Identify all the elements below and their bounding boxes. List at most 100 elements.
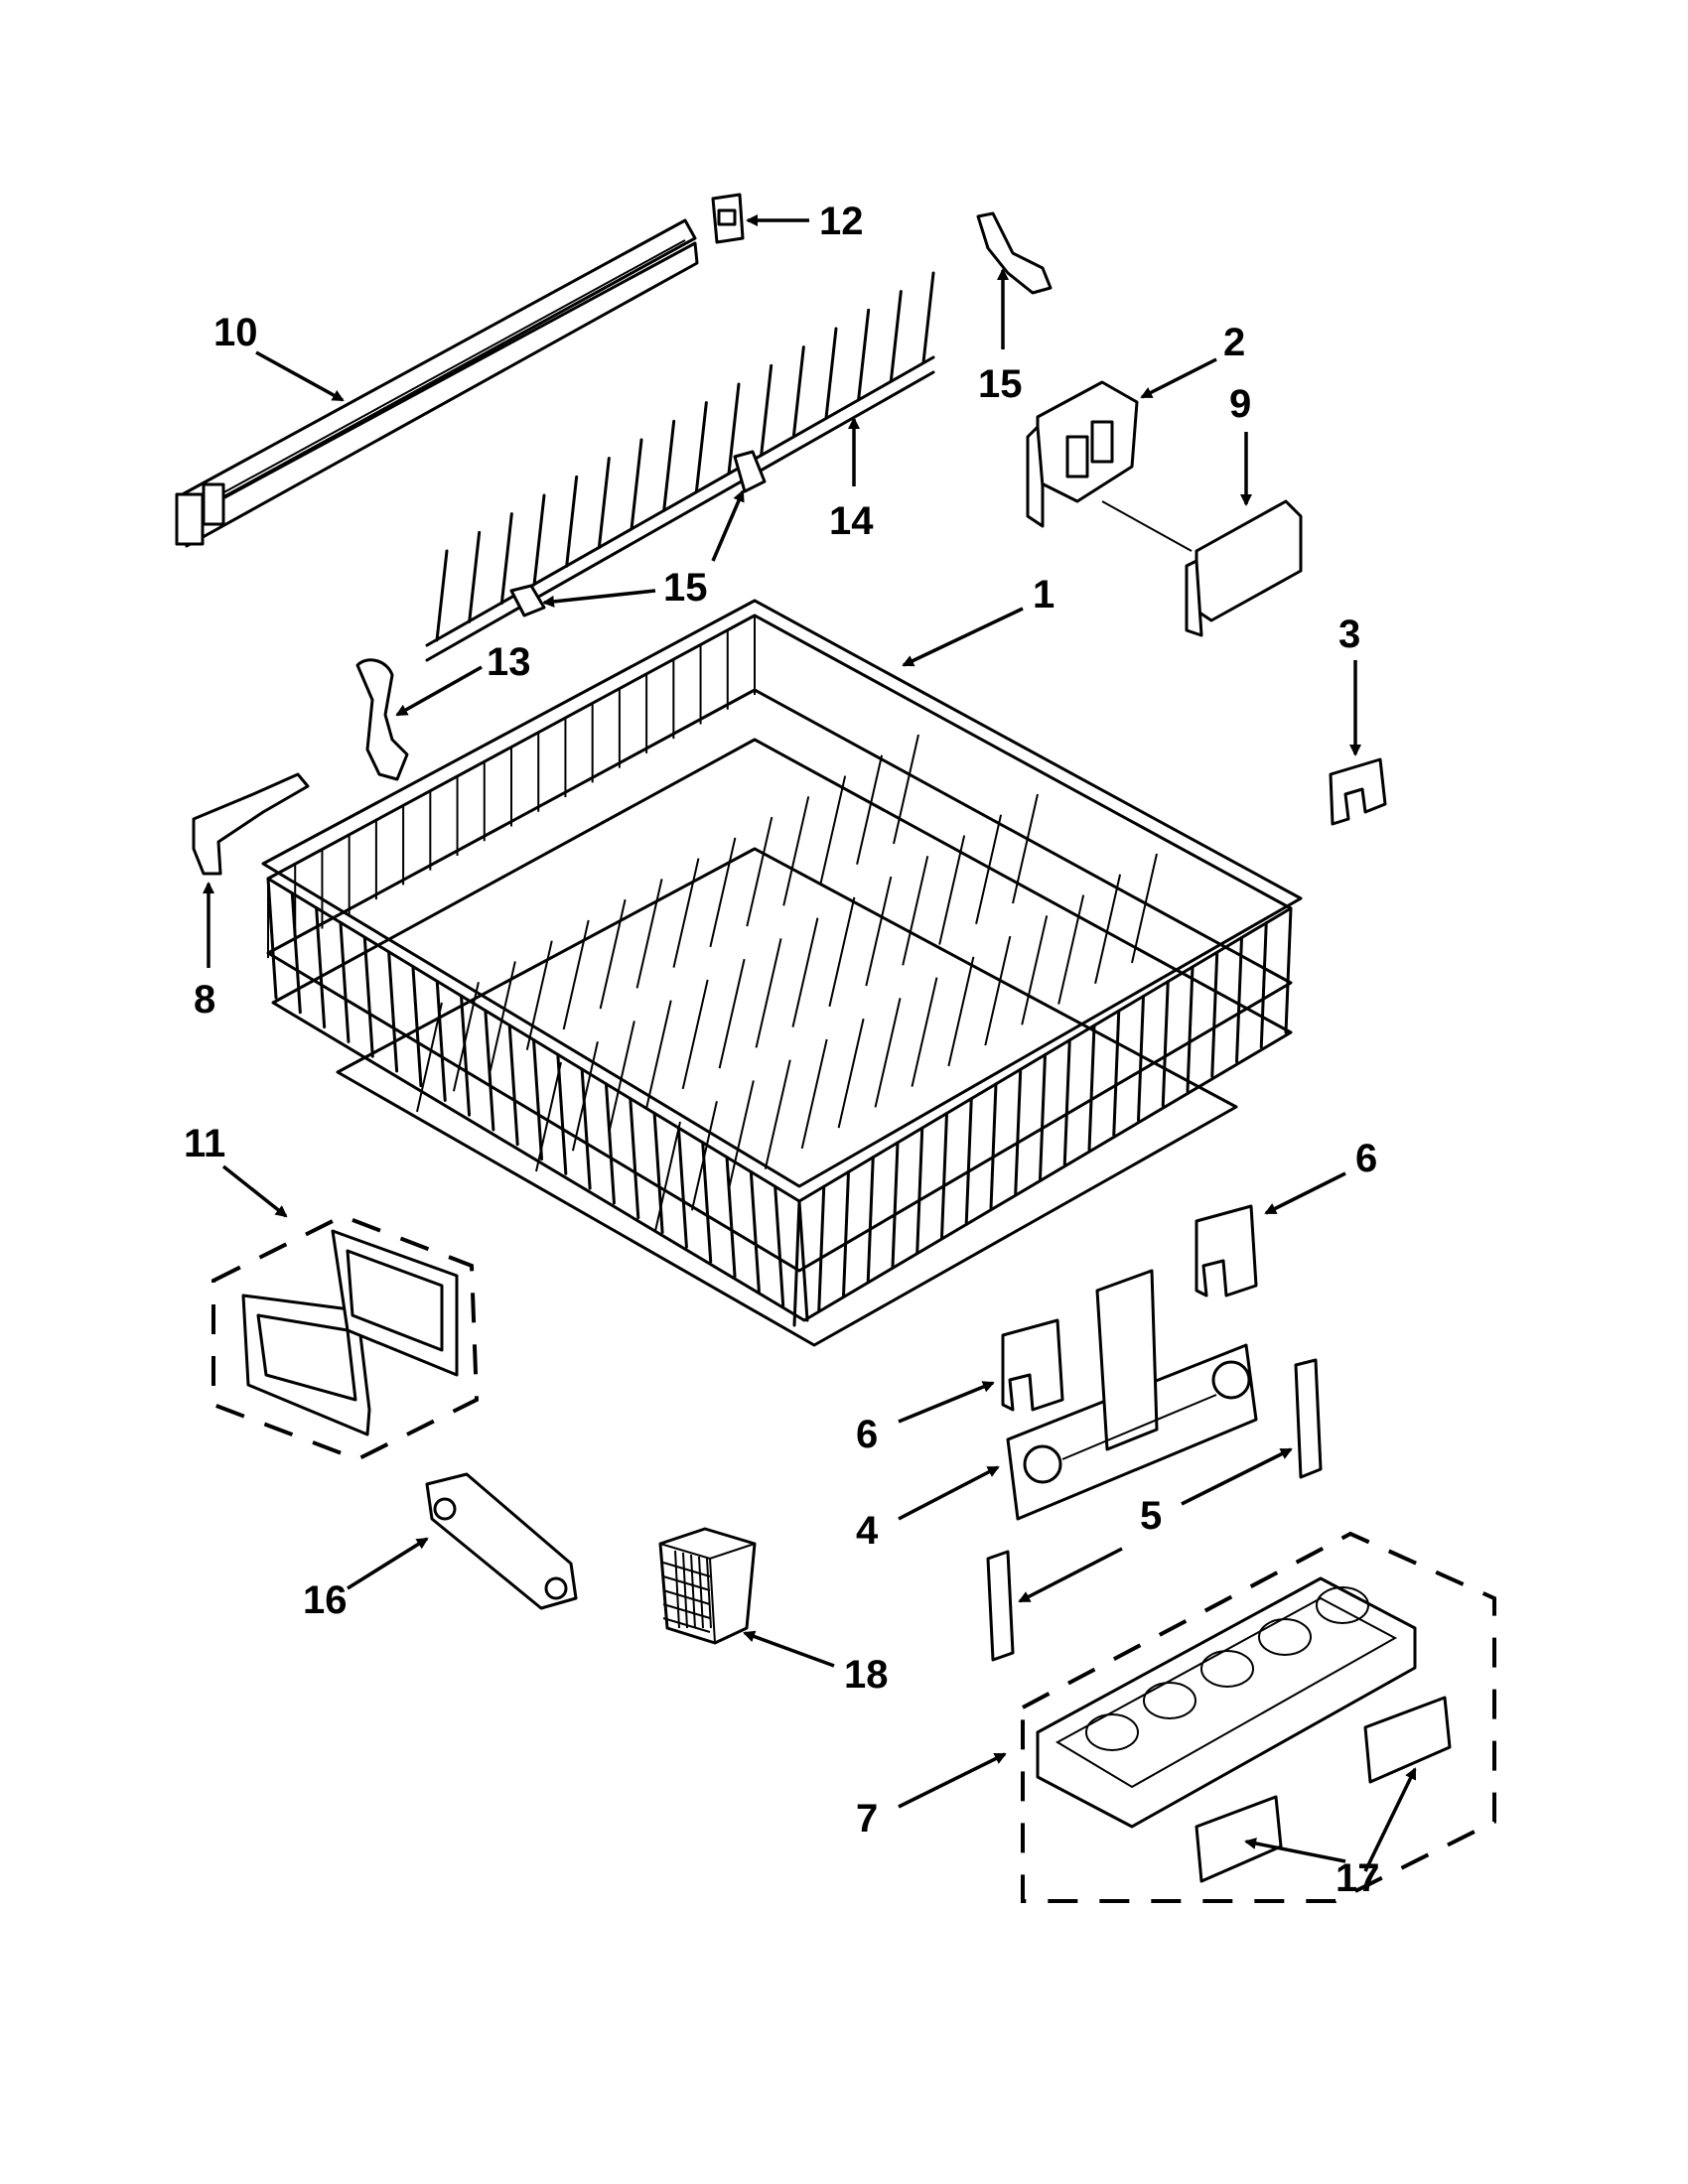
rack-wire (1284, 906, 1293, 1034)
rack-wire (532, 1038, 543, 1160)
tine (662, 419, 676, 512)
rack-wire (866, 1156, 875, 1284)
rack-tine (764, 1059, 791, 1169)
group-part-7 (1021, 1531, 1496, 1903)
rack-wire (387, 950, 399, 1073)
tray-cup (1200, 1650, 1254, 1688)
rack-tine (746, 816, 774, 927)
plate-part-9 (1101, 499, 1303, 637)
basket-wire (662, 1562, 711, 1577)
rack-wire (842, 1170, 850, 1297)
basket-wire (706, 1558, 712, 1629)
label-14: 14 (829, 499, 874, 543)
rack-tine (690, 1101, 718, 1211)
rack-part-1 (261, 599, 1303, 1347)
label-6-right: 6 (1355, 1137, 1377, 1180)
label-15-left: 15 (663, 566, 708, 610)
rack-tine (571, 1041, 599, 1152)
rack-wire (1259, 921, 1268, 1049)
basket-wire (662, 1603, 711, 1619)
rack-wire (629, 1097, 640, 1220)
label-7: 7 (856, 1797, 878, 1841)
clip-part-12 (711, 193, 745, 244)
tine (630, 438, 643, 531)
arrow-18 (743, 1630, 835, 1668)
rack-wire (701, 1141, 713, 1264)
label-5: 5 (1140, 1494, 1162, 1538)
clip-part-15-left (509, 584, 546, 617)
rack-tine (828, 896, 856, 1008)
clip-part-17-right (1363, 1696, 1452, 1784)
slider-part-5-right (1294, 1358, 1323, 1479)
rack-wire (652, 1111, 664, 1234)
rack-tine (938, 835, 966, 945)
rack-wire (1112, 1009, 1121, 1137)
rack-wire (989, 1082, 998, 1210)
rack-wire (435, 979, 447, 1102)
clip-part-6-right (1195, 1204, 1258, 1297)
arrow-17-left (1244, 1838, 1346, 1863)
label-13: 13 (487, 640, 531, 684)
rack-wire (1210, 950, 1219, 1078)
rack-tine (893, 734, 919, 845)
arrow-13 (395, 665, 483, 717)
tine (597, 457, 611, 550)
rack-tine (874, 998, 902, 1108)
rack-tine (599, 898, 627, 1010)
bracket-part-16 (425, 1472, 578, 1610)
rack-wire (1087, 1024, 1096, 1152)
rail-part-10 (175, 218, 699, 548)
rack-wire (749, 1169, 761, 1293)
rack-tine (755, 938, 782, 1048)
rack-wire (580, 1067, 592, 1190)
tine (791, 345, 805, 439)
rack-tine (635, 879, 663, 989)
rack-tine (865, 876, 893, 987)
rack-tine (975, 814, 1003, 924)
arrow-7 (898, 1752, 1007, 1809)
rack-wire (1039, 1053, 1047, 1180)
arrow-15-mid (711, 489, 745, 562)
arm-part-8 (192, 772, 310, 876)
rack-tine (562, 919, 590, 1030)
arrow-4 (898, 1465, 1000, 1521)
rack-tine (709, 837, 737, 948)
bracket-part-2 (1026, 380, 1139, 528)
tray-cup (1085, 1713, 1139, 1751)
clip-part-15-mid (733, 450, 767, 493)
callout-labels: 12 15 10 2 9 14 15 15 1 13 3 8 11 6 6 4 … (184, 200, 1380, 1900)
tine (921, 271, 935, 364)
rack-tine (489, 961, 516, 1071)
rack-wire (940, 1112, 948, 1239)
label-8: 8 (194, 978, 215, 1022)
label-15-top: 15 (978, 362, 1023, 406)
rack-tine (819, 775, 847, 886)
rack-wire (817, 1184, 826, 1312)
rack-tine (644, 1000, 672, 1110)
basket-wire (682, 1552, 688, 1629)
rack-tine (1057, 894, 1085, 1005)
clip-part-6-left (1001, 1318, 1064, 1412)
rack-tine (837, 1018, 865, 1129)
rack-wire (792, 1199, 801, 1327)
rack-wire (315, 906, 327, 1029)
rack-tine (984, 935, 1012, 1046)
rack-tine (1131, 853, 1158, 964)
rack-tine (800, 1038, 828, 1150)
rack-tine (1021, 915, 1049, 1025)
basket-wire (662, 1589, 711, 1605)
rack-wire (460, 994, 472, 1117)
basket-wire (690, 1554, 696, 1629)
rack-wire (1186, 965, 1195, 1093)
rack-wire (290, 891, 302, 1015)
tray-cup (1258, 1618, 1312, 1656)
clip-part-15-top (976, 211, 1053, 295)
rack-wire (484, 1009, 495, 1132)
label-10: 10 (213, 311, 258, 354)
arrow-5-left (1018, 1547, 1123, 1603)
label-2: 2 (1223, 321, 1245, 364)
arrow-2 (1140, 357, 1217, 399)
basket-wire (662, 1617, 711, 1633)
basket-wire (662, 1575, 711, 1591)
